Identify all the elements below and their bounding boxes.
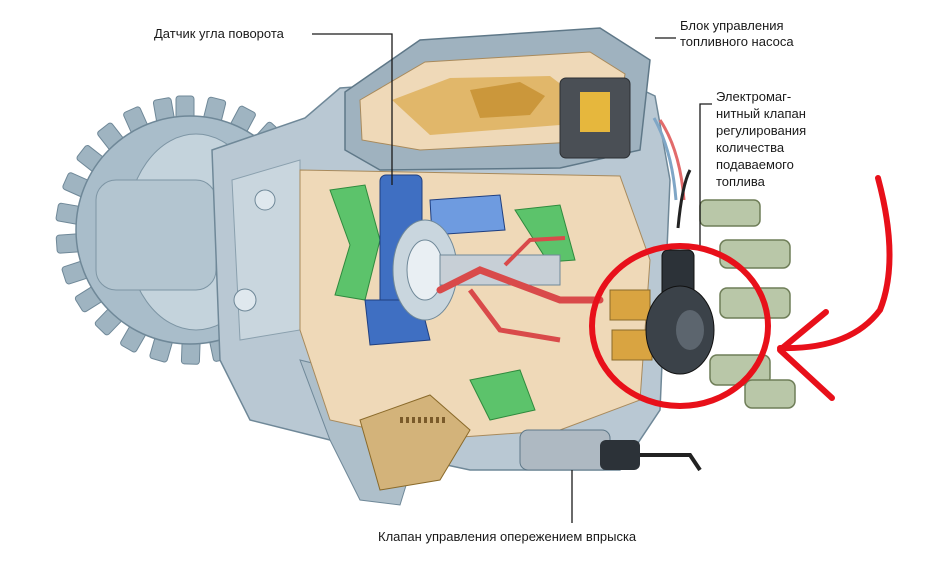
leader-lines: [312, 33, 712, 523]
timing-device: [359, 394, 702, 491]
delivery-outlets: [699, 199, 796, 409]
control-unit: [344, 27, 686, 201]
label-pump-control-unit: Блок управления топливного насоса: [680, 18, 794, 49]
leader-rotation-sensor: [312, 33, 393, 185]
highlight-arrow: [777, 175, 893, 401]
label-solenoid-valve: Электромаг- нитный клапан регулирования …: [716, 89, 807, 189]
label-rotation-sensor: Датчик угла поворота: [154, 26, 284, 41]
solenoid-valve: [645, 169, 715, 375]
label-timing-valve: Клапан управления опережением впрыска: [378, 529, 637, 544]
cutaway-interior: [299, 169, 653, 441]
leader-solenoid: [699, 103, 712, 250]
highlight-circle: [589, 243, 771, 409]
